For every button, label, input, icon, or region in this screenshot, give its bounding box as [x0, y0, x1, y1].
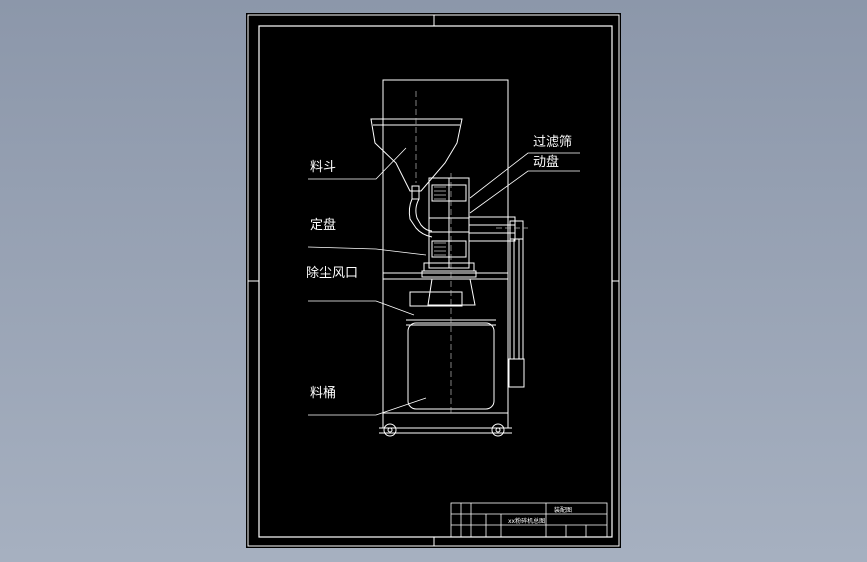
right-wheel [491, 423, 505, 437]
label-moving-disc: 动盘 [533, 154, 559, 170]
machine-drawing [370, 79, 525, 437]
section-hatching [434, 186, 446, 256]
center-lines [415, 91, 528, 413]
title-block [450, 502, 608, 538]
motor [468, 216, 516, 242]
label-bucket: 料桶 [310, 386, 336, 401]
discharge-cone [427, 278, 476, 306]
machine-frame [382, 79, 509, 429]
inner-border [258, 25, 613, 538]
cad-drawing: 料斗 过滤筛 动盘 定盘 除尘风口 料桶 xx粉碎机总图 装配图 [247, 14, 620, 547]
drawing-sheet: 料斗 过滤筛 动盘 定盘 除尘风口 料桶 xx粉碎机总图 装配图 [246, 13, 621, 548]
centering-marks [248, 15, 619, 546]
dust-port [409, 291, 463, 307]
title-block-caption: 装配图 [554, 506, 572, 514]
left-wheel [383, 423, 397, 437]
leader-lines [307, 147, 580, 416]
outer-border [247, 14, 620, 547]
hopper [370, 118, 463, 192]
label-fixed-disc: 定盘 [310, 217, 336, 233]
label-dust-port: 除尘风口 [306, 266, 358, 281]
drawing-title: xx粉碎机总图 [508, 517, 545, 525]
label-filter-screen: 过滤筛 [533, 135, 572, 150]
label-hopper: 料斗 [310, 160, 336, 175]
